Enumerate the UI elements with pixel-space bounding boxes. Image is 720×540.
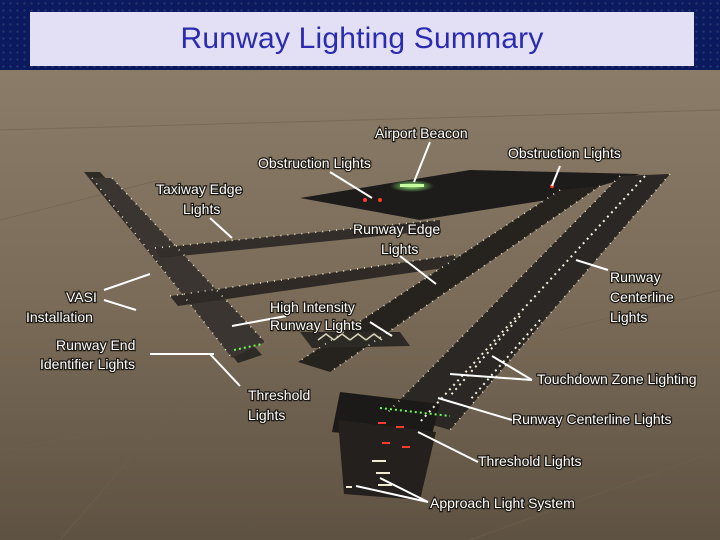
approach-area: [338, 420, 436, 500]
field-texture: [0, 109, 720, 540]
slide-title: Runway Lighting Summary: [180, 22, 544, 55]
label-runway-centerline-lights-right-line1: Runway: [610, 269, 661, 285]
centerline-lights: [419, 175, 646, 423]
airport-beacon-core: [400, 184, 424, 187]
airport-aerial-diagram: Airport Beacon Obstruction Lights Obstru…: [0, 70, 720, 540]
label-vasi-installation-line2: Installation: [26, 309, 93, 325]
chevron-markings: [317, 333, 383, 341]
main-runway: [388, 174, 670, 430]
label-runway-end-identifier-lights-line2: Identifier Lights: [40, 356, 135, 372]
label-runway-centerline-lights-right-line2: Centerline: [610, 289, 674, 305]
label-high-intensity-runway-lights-line2: Runway Lights: [270, 317, 362, 333]
cross-taxiway-lower: [170, 255, 458, 306]
red-approach-lights: [378, 422, 410, 448]
green-threshold-lights: [233, 343, 451, 417]
label-touchdown-zone-lighting: Touchdown Zone Lighting: [537, 371, 697, 387]
label-obstruction-lights-left: Obstruction Lights: [258, 155, 371, 171]
leader-lines: [103, 141, 609, 503]
airport-lighting-photo: Airport Beacon Obstruction Lights Obstru…: [0, 70, 720, 540]
runway-exit: [300, 332, 410, 348]
approach-light-bars: [346, 460, 392, 488]
label-threshold-lights-left-line1: Threshold: [248, 387, 310, 403]
label-obstruction-lights-right: Obstruction Lights: [508, 145, 621, 161]
label-high-intensity-runway-lights-line1: High Intensity: [270, 299, 355, 315]
label-taxiway-edge-lights-line2: Lights: [183, 201, 220, 217]
label-threshold-lights-left-line2: Lights: [248, 407, 285, 423]
label-runway-edge-lights-line2: Lights: [381, 241, 418, 257]
apron: [300, 170, 640, 220]
parallel-taxiway: [298, 186, 600, 372]
label-airport-beacon: Airport Beacon: [375, 125, 468, 141]
edge-light-rows: [91, 173, 671, 431]
cross-taxiway-upper: [155, 220, 440, 258]
label-approach-light-system: Approach Light System: [430, 495, 575, 511]
label-vasi-installation-line1: VASI: [66, 289, 97, 305]
left-runway: [92, 178, 265, 358]
label-taxiway-edge-lights-line1: Taxiway Edge: [156, 181, 243, 197]
label-runway-edge-lights-line1: Runway Edge: [353, 221, 440, 237]
title-bar: Runway Lighting Summary: [30, 12, 694, 66]
label-threshold-lights-bottom: Threshold Lights: [478, 453, 582, 469]
label-runway-centerline-lights-right-line3: Lights: [610, 309, 647, 325]
label-runway-centerline-lights-bottom: Runway Centerline Lights: [512, 411, 672, 427]
label-runway-end-identifier-lights-line1: Runway End: [56, 337, 135, 353]
